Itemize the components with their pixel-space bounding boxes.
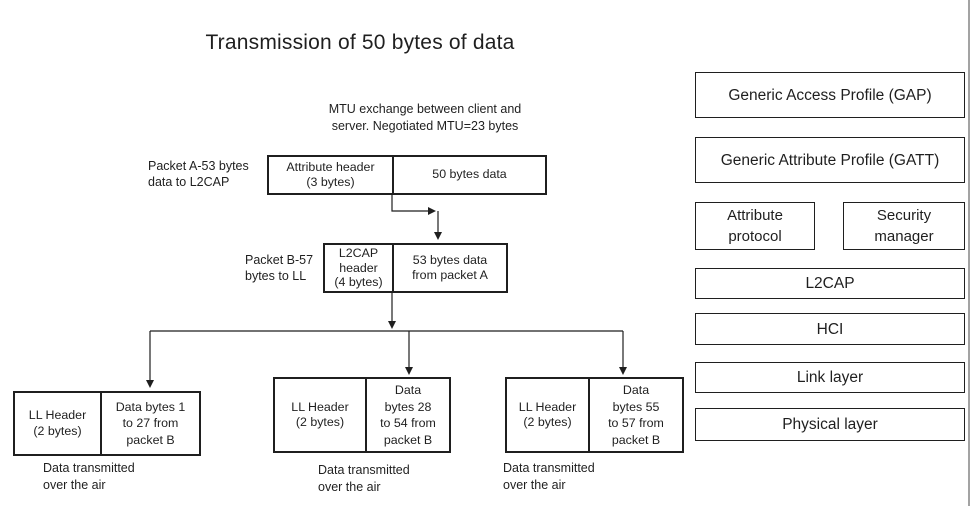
packet-b-label: Packet B-57 bytes to LL xyxy=(245,252,313,284)
stack-layer-hci-label: HCI xyxy=(816,320,844,338)
ll-header-3-line2: (2 bytes) xyxy=(523,415,572,429)
ll-data-2-line1: Data xyxy=(394,383,422,397)
stack-layer-gap-label: Generic Access Profile (GAP) xyxy=(728,86,932,104)
ll-data-cell-3: Data bytes 55 to 57 from packet B xyxy=(590,379,682,451)
attribute-protocol-line2: protocol xyxy=(728,228,782,245)
ll-data-3-line3: to 57 from xyxy=(608,416,664,430)
attribute-header-line1: Attribute header xyxy=(286,159,375,174)
l2cap-header-line3: (4 bytes) xyxy=(334,275,383,290)
packet-b-box: L2CAP header (4 bytes) 53 bytes data fro… xyxy=(323,243,508,293)
attribute-header-line2: (3 bytes) xyxy=(306,175,355,189)
packet-a-box: Attribute header (3 bytes) 50 bytes data xyxy=(267,155,547,195)
ll-data-cell-2: Data bytes 28 to 54 from packet B xyxy=(367,379,449,451)
packet-b-label-line1: Packet B-57 xyxy=(245,253,314,267)
packet-b-label-line2: bytes to LL xyxy=(245,269,307,283)
air-transmission-caption-2: Data transmitted over the air xyxy=(318,462,410,496)
ll-data-cell-1: Data bytes 1 to 27 from packet B xyxy=(102,393,199,454)
l2cap-header-line2: header xyxy=(339,260,378,275)
caption-3-line1: Data transmitted xyxy=(503,461,595,475)
ll-header-2-line1: LL Header xyxy=(291,399,349,414)
ll-packet-box-1: LL Header (2 bytes) Data bytes 1 to 27 f… xyxy=(13,391,201,456)
caption-3-line2: over the air xyxy=(503,478,566,492)
stack-layer-gap: Generic Access Profile (GAP) xyxy=(695,72,965,118)
ll-packet-box-3: LL Header (2 bytes) Data bytes 55 to 57 … xyxy=(505,377,684,453)
arrow-a-elbow xyxy=(391,195,436,215)
packet-b-payload-line1: 53 bytes data xyxy=(412,252,488,267)
caption-1-line2: over the air xyxy=(43,478,106,492)
ll-packet-box-2: LL Header (2 bytes) Data bytes 28 to 54 … xyxy=(273,377,451,453)
packet-a-attribute-header-cell: Attribute header (3 bytes) xyxy=(269,157,394,193)
packet-a-payload-cell: 50 bytes data xyxy=(394,157,545,193)
stack-layer-gatt-label: Generic Attribute Profile (GATT) xyxy=(720,151,940,169)
security-manager-line2: manager xyxy=(874,228,934,245)
caption-2-line2: over the air xyxy=(318,480,381,494)
packet-a-label: Packet A-53 bytes data to L2CAP xyxy=(148,158,249,190)
ll-data-2-line3: to 54 from xyxy=(380,416,436,430)
ll-data-3-line4: packet B xyxy=(611,432,661,447)
ll-header-1-line1: LL Header xyxy=(28,408,87,422)
ll-header-cell-1: LL Header (2 bytes) xyxy=(15,393,102,454)
ll-header-3-line1: LL Header xyxy=(518,399,577,414)
l2cap-header-line1: L2CAP xyxy=(338,246,379,261)
packet-a-payload: 50 bytes data xyxy=(432,167,507,182)
packet-b-l2cap-header-cell: L2CAP header (4 bytes) xyxy=(325,245,394,291)
ll-data-1-line2: to 27 from xyxy=(122,416,179,431)
ll-data-2-line4: packet B xyxy=(383,432,433,447)
stack-layer-link-layer: Link layer xyxy=(695,362,965,393)
stack-layer-attribute-protocol: Attribute protocol xyxy=(695,202,815,250)
mtu-note-line2: server. Negotiated MTU=23 bytes xyxy=(331,119,519,133)
stack-layer-physical-layer: Physical layer xyxy=(695,408,965,441)
stack-layer-l2cap-label: L2CAP xyxy=(805,275,855,292)
packet-a-label-line2: data to L2CAP xyxy=(148,175,230,189)
caption-2-line1: Data transmitted xyxy=(318,463,410,477)
stack-layer-physical-label: Physical layer xyxy=(782,416,878,433)
ll-data-3-line1: Data xyxy=(622,383,650,397)
ll-header-cell-3: LL Header (2 bytes) xyxy=(507,379,590,451)
packet-b-payload-cell: 53 bytes data from packet A xyxy=(394,245,506,291)
ll-data-3-line2: bytes 55 xyxy=(612,399,660,414)
ll-header-cell-2: LL Header (2 bytes) xyxy=(275,379,367,451)
stack-layer-security-manager: Security manager xyxy=(843,202,965,250)
stack-layer-hci: HCI xyxy=(695,313,965,345)
packet-a-label-line1: Packet A-53 bytes xyxy=(148,159,249,173)
ll-header-1-line2: (2 bytes) xyxy=(33,423,82,438)
stack-layer-l2cap: L2CAP xyxy=(695,268,965,299)
air-transmission-caption-3: Data transmitted over the air xyxy=(503,460,595,494)
window-edge-divider xyxy=(968,0,970,506)
stack-layer-gatt: Generic Attribute Profile (GATT) xyxy=(695,137,965,183)
ll-header-2-line2: (2 bytes) xyxy=(295,415,345,429)
mtu-note-line1: MTU exchange between client and xyxy=(328,102,522,116)
caption-1-line1: Data transmitted xyxy=(43,461,135,475)
packet-b-payload-line2: from packet A xyxy=(412,268,488,282)
ll-data-1-line1: Data bytes 1 xyxy=(115,399,186,414)
stack-layer-link-label: Link layer xyxy=(796,369,864,386)
security-manager-line1: Security xyxy=(876,207,932,224)
diagram-title: Transmission of 50 bytes of data xyxy=(205,31,515,54)
ll-data-2-line2: bytes 28 xyxy=(384,399,432,414)
attribute-protocol-line1: Attribute xyxy=(727,207,783,224)
ll-data-1-line3: packet B xyxy=(126,432,175,447)
air-transmission-caption-1: Data transmitted over the air xyxy=(43,460,135,494)
mtu-note: MTU exchange between client and server. … xyxy=(290,101,560,135)
